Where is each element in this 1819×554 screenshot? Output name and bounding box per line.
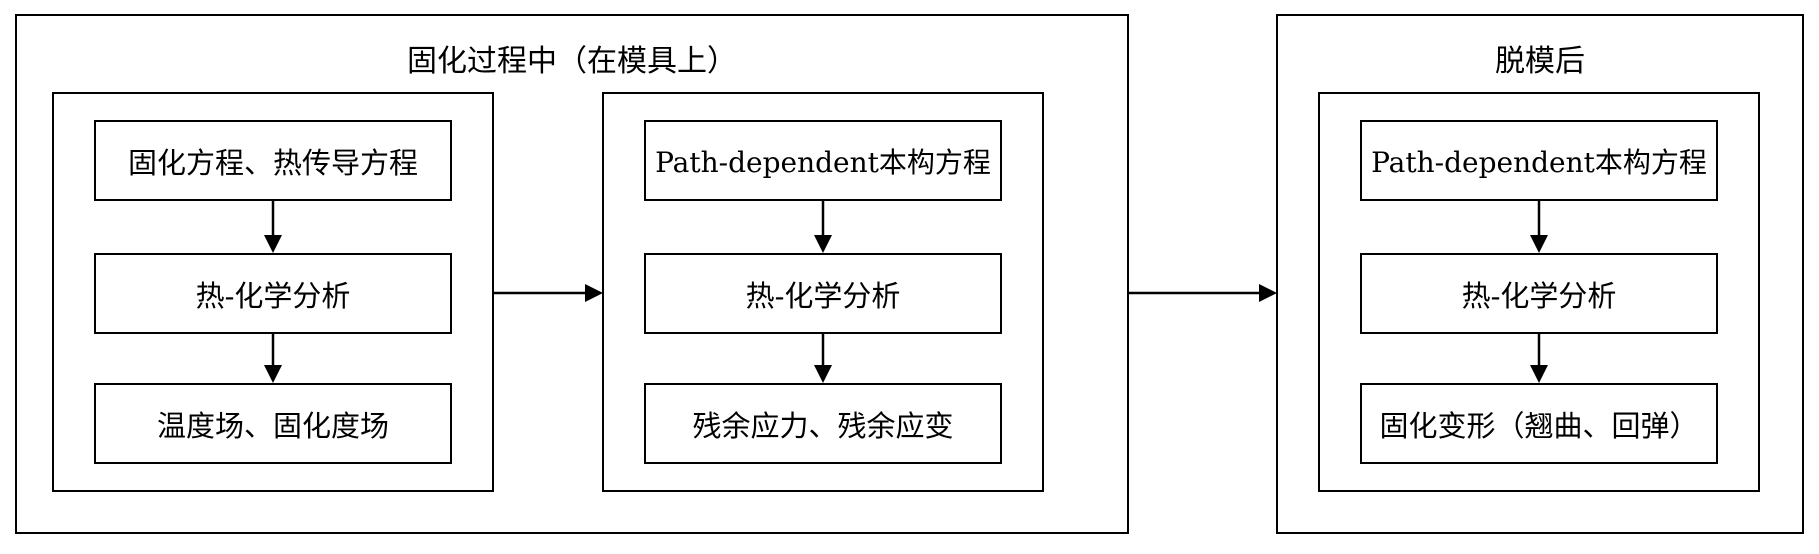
stage1-frame	[15, 14, 1129, 534]
stage2-title: 脱模后	[1495, 44, 1585, 79]
stage2-column-frame	[1318, 92, 1760, 492]
stage2-column-box1: Path-dependent本构方程	[1360, 120, 1718, 201]
arrowhead-c1-1-to-2	[264, 235, 282, 253]
horizontal-arrows	[494, 284, 1277, 302]
stage1-column1-box3: 温度场、固化度场	[94, 383, 452, 464]
stage1-column2-box1: Path-dependent本构方程	[644, 120, 1002, 201]
stage1-column1-box1: 固化方程、热传导方程	[94, 120, 452, 201]
arrowhead-c2-2-to-3	[814, 365, 832, 383]
stage1-column2-box2: 热-化学分析	[644, 253, 1002, 334]
stage2-frame	[1276, 14, 1804, 534]
stage1-column1-box2: 热-化学分析	[94, 253, 452, 334]
stage2-column-arrows	[1530, 201, 1548, 383]
arrowhead-c3-1-to-2	[1530, 235, 1548, 253]
stage2-column-box3: 固化变形（翘曲、回弹）	[1360, 383, 1718, 464]
arrowhead-c2-1-to-2	[814, 235, 832, 253]
stage1-column1-arrows	[264, 201, 282, 383]
stage1-column1-frame	[52, 92, 494, 492]
stage1-column2-arrows	[814, 201, 832, 383]
stage2-column-box2: 热-化学分析	[1360, 253, 1718, 334]
arrowhead-column1-to-column2	[585, 284, 603, 302]
stage1-column2-box3: 残余应力、残余应变	[644, 383, 1002, 464]
arrowhead-c3-2-to-3	[1530, 365, 1548, 383]
arrowhead-c1-2-to-3	[264, 365, 282, 383]
arrowhead-stage1-to-stage2	[1259, 284, 1277, 302]
stage1-column2-frame	[602, 92, 1044, 492]
stage1-title: 固化过程中（在模具上）	[407, 44, 737, 79]
